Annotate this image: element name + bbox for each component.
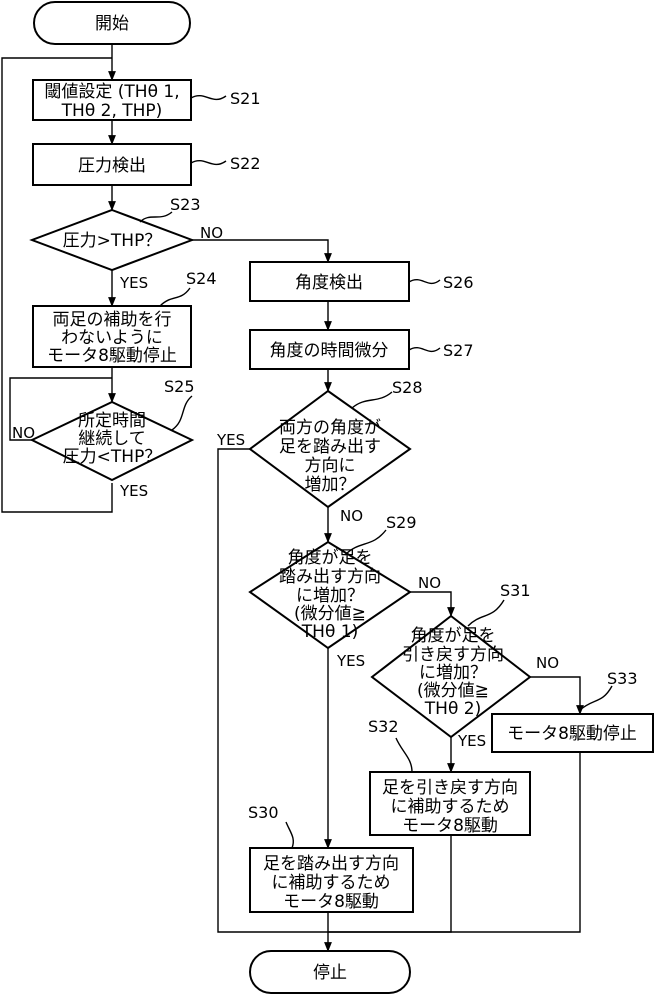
svg-text:モータ8駆動: モータ8駆動 bbox=[283, 892, 379, 912]
label-s33: S33 bbox=[607, 669, 638, 688]
branch-labels: NO YES NO YES YES NO NO YES NO YES bbox=[12, 224, 559, 750]
s27-angle-derivative: 角度の時間微分 bbox=[249, 329, 410, 370]
svg-text:角度の時間微分: 角度の時間微分 bbox=[270, 341, 389, 361]
s31-yes-label: YES bbox=[457, 732, 486, 750]
svg-text:停止: 停止 bbox=[313, 963, 347, 983]
s33-stop-motor: モータ8駆動停止 bbox=[491, 713, 654, 753]
s28-both-angles-decision: 両方の角度が 足を踏み出す 方向に 増加？ bbox=[248, 389, 412, 509]
svg-text:THθ 1): THθ 1) bbox=[301, 622, 358, 642]
svg-text:踏み出す方向: 踏み出す方向 bbox=[279, 567, 381, 587]
s25-no-label: NO bbox=[12, 424, 35, 442]
s29-yes-label: YES bbox=[336, 652, 365, 670]
s32-assist-pull-back: 足を引き戻す方向 に補助するため モータ8駆動 bbox=[369, 771, 531, 836]
label-s27: S27 bbox=[443, 341, 474, 360]
svg-text:に補助するため: に補助するため bbox=[272, 873, 391, 893]
s29-step-out-decision: 角度が足を 踏み出す方向 に増加？ (微分値≧ THθ 1) bbox=[248, 540, 412, 650]
label-s21: S21 bbox=[230, 89, 261, 108]
svg-text:方向に: 方向に bbox=[305, 456, 356, 476]
svg-text:に増加？: に増加？ bbox=[419, 663, 487, 683]
svg-text:THθ 2): THθ 2) bbox=[424, 699, 481, 719]
svg-text:THθ 2, THP): THθ 2, THP) bbox=[61, 101, 163, 121]
svg-text:継続して: 継続して bbox=[78, 429, 146, 449]
svg-text:両方の角度が: 両方の角度が bbox=[279, 418, 381, 438]
s28-no-label: NO bbox=[340, 507, 363, 525]
s21-threshold-setting: 閾値設定 (THθ 1, THθ 2, THP) bbox=[32, 79, 192, 121]
svg-text:角度が足を: 角度が足を bbox=[411, 626, 496, 646]
label-s28: S28 bbox=[392, 378, 423, 397]
label-s23: S23 bbox=[170, 195, 201, 214]
s31-pull-back-decision: 角度が足を 引き戻す方向 に増加？ (微分値≧ THθ 2) bbox=[370, 614, 532, 739]
svg-text:圧力<THP？: 圧力<THP？ bbox=[63, 447, 162, 467]
svg-text:圧力検出: 圧力検出 bbox=[78, 156, 146, 176]
svg-text:角度が足を: 角度が足を bbox=[288, 548, 373, 568]
svg-text:足を踏み出す: 足を踏み出す bbox=[279, 437, 381, 457]
svg-text:に増加？: に増加？ bbox=[296, 586, 364, 606]
label-s29: S29 bbox=[386, 513, 417, 532]
s25-duration-decision: 所定時間 継続して 圧力<THP？ bbox=[29, 400, 195, 482]
svg-text:モータ8駆動: モータ8駆動 bbox=[402, 816, 498, 836]
connectors bbox=[1, 44, 584, 952]
label-s31: S31 bbox=[500, 581, 531, 600]
s23-yes-label: YES bbox=[119, 274, 148, 292]
svg-text:足を踏み出す方向: 足を踏み出す方向 bbox=[263, 854, 399, 874]
svg-text:(微分値≧: (微分値≧ bbox=[294, 604, 366, 624]
svg-text:(微分値≧: (微分値≧ bbox=[417, 681, 489, 701]
s25-yes-label: YES bbox=[119, 482, 148, 500]
svg-text:閾値設定 (THθ 1,: 閾値設定 (THθ 1, bbox=[44, 82, 179, 102]
svg-text:モータ8駆動停止: モータ8駆動停止 bbox=[507, 724, 637, 744]
s30-assist-step-out: 足を踏み出す方向 に補助するため モータ8駆動 bbox=[249, 847, 414, 913]
s24-stop-motor-both: 両足の補助を行 わないように モータ8駆動停止 bbox=[32, 305, 192, 368]
svg-text:足を引き戻す方向: 足を引き戻す方向 bbox=[382, 778, 518, 798]
label-s30: S30 bbox=[248, 803, 279, 822]
svg-text:に補助するため: に補助するため bbox=[391, 797, 510, 817]
label-s26: S26 bbox=[443, 273, 474, 292]
svg-text:わないように: わないように bbox=[61, 328, 163, 348]
s28-yes-label: YES bbox=[216, 431, 245, 449]
s22-pressure-detection: 圧力検出 bbox=[32, 143, 192, 186]
label-s32: S32 bbox=[368, 717, 399, 736]
s23-pressure-decision: 圧力>THP？ bbox=[29, 208, 195, 272]
s31-no-label: NO bbox=[536, 654, 559, 672]
label-s24: S24 bbox=[186, 269, 217, 288]
s29-no-label: NO bbox=[418, 574, 441, 592]
label-s25: S25 bbox=[164, 377, 195, 396]
svg-text:モータ8駆動停止: モータ8駆動停止 bbox=[47, 346, 177, 366]
svg-text:両足の補助を行: 両足の補助を行 bbox=[53, 310, 172, 330]
svg-text:角度検出: 角度検出 bbox=[295, 273, 363, 293]
s26-angle-detection: 角度検出 bbox=[249, 261, 410, 302]
svg-text:増加？: 増加？ bbox=[305, 475, 356, 495]
end-terminal: 停止 bbox=[249, 950, 411, 994]
svg-text:開始: 開始 bbox=[95, 14, 129, 34]
step-labels: S21 S22 S23 S24 S25 S26 S27 S28 S29 S31 … bbox=[139, 89, 638, 849]
svg-text:引き戻す方向: 引き戻す方向 bbox=[402, 645, 504, 665]
s23-no-label: NO bbox=[200, 224, 223, 242]
label-s22: S22 bbox=[230, 154, 261, 173]
svg-text:所定時間: 所定時間 bbox=[78, 411, 146, 431]
svg-text:圧力>THP？: 圧力>THP？ bbox=[63, 231, 162, 251]
start-terminal: 開始 bbox=[33, 1, 191, 45]
